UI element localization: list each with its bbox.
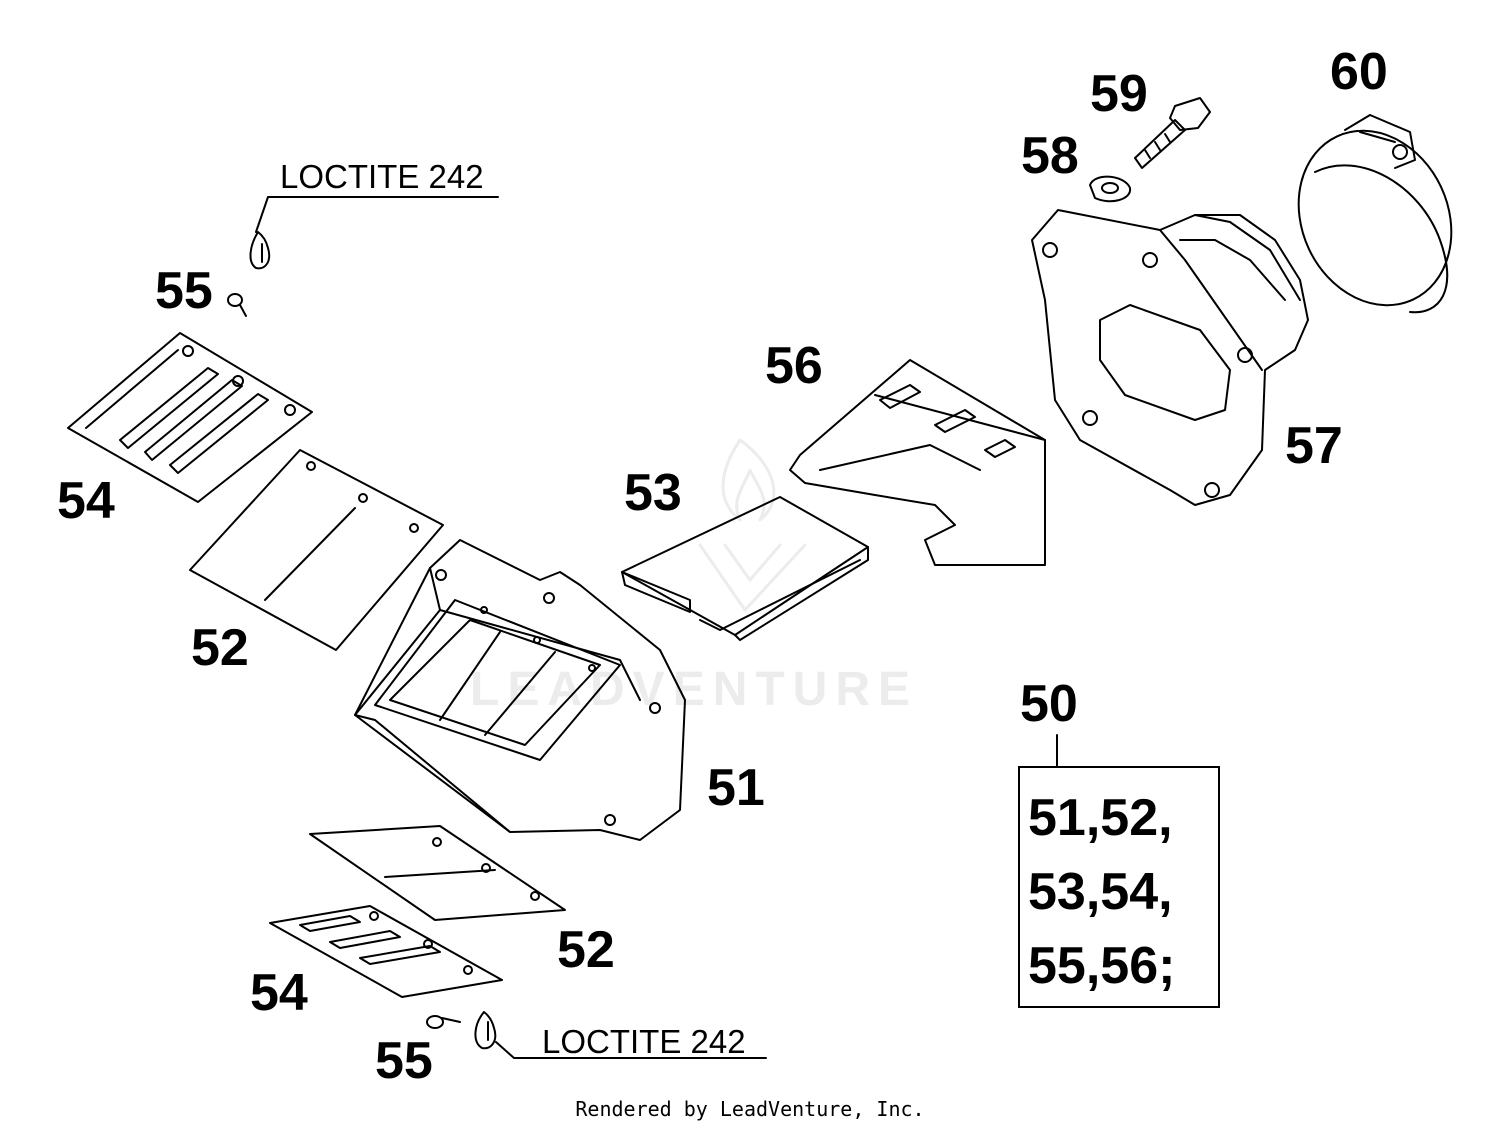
loctite-note-lower: LOCTITE 242 <box>542 1023 746 1060</box>
part-number-55-upper: 55 <box>155 262 213 320</box>
part-number-60: 60 <box>1330 43 1388 101</box>
part-number-56: 56 <box>765 337 823 395</box>
intake-insert <box>789 359 1046 566</box>
washer <box>1089 175 1132 203</box>
part-number-59: 59 <box>1090 65 1148 123</box>
screw-lower <box>426 1011 767 1059</box>
bolt <box>1134 97 1211 169</box>
part-number-50: 50 <box>1020 675 1078 733</box>
part-number-55-lower: 55 <box>375 1032 433 1090</box>
reed-stop-plate-upper <box>67 332 313 503</box>
part-number-52-lower: 52 <box>557 921 615 979</box>
watermark-logo <box>698 438 807 612</box>
part-number-52-upper: 52 <box>191 619 249 677</box>
kit-contents-box: 51,52, 53,54, 55,56; <box>1018 766 1220 1008</box>
kit-line-3: 55,56; <box>1028 937 1176 995</box>
footer-credit: Rendered by LeadVenture, Inc. <box>575 1097 925 1121</box>
intake-manifold <box>1031 209 1309 506</box>
reed-stop-plate-lower <box>269 905 503 998</box>
part-number-54-upper: 54 <box>57 472 115 530</box>
part-number-54-lower: 54 <box>250 964 308 1022</box>
hose-clamp <box>1297 114 1453 314</box>
kit-line-2: 53,54, <box>1028 863 1173 921</box>
reed-petal-upper <box>189 449 444 651</box>
reed-petal-lower <box>309 825 566 921</box>
part-number-58: 58 <box>1021 127 1079 185</box>
reed-element <box>621 496 869 641</box>
part-number-51: 51 <box>707 759 765 817</box>
part-number-57: 57 <box>1285 417 1343 475</box>
part-number-53: 53 <box>624 464 682 522</box>
screw-upper <box>227 196 499 317</box>
reed-valve-block <box>354 539 686 841</box>
loctite-note-upper: LOCTITE 242 <box>280 158 484 195</box>
watermark-text: LEADVENTURE <box>470 663 919 716</box>
kit-line-1: 51,52, <box>1028 789 1173 847</box>
